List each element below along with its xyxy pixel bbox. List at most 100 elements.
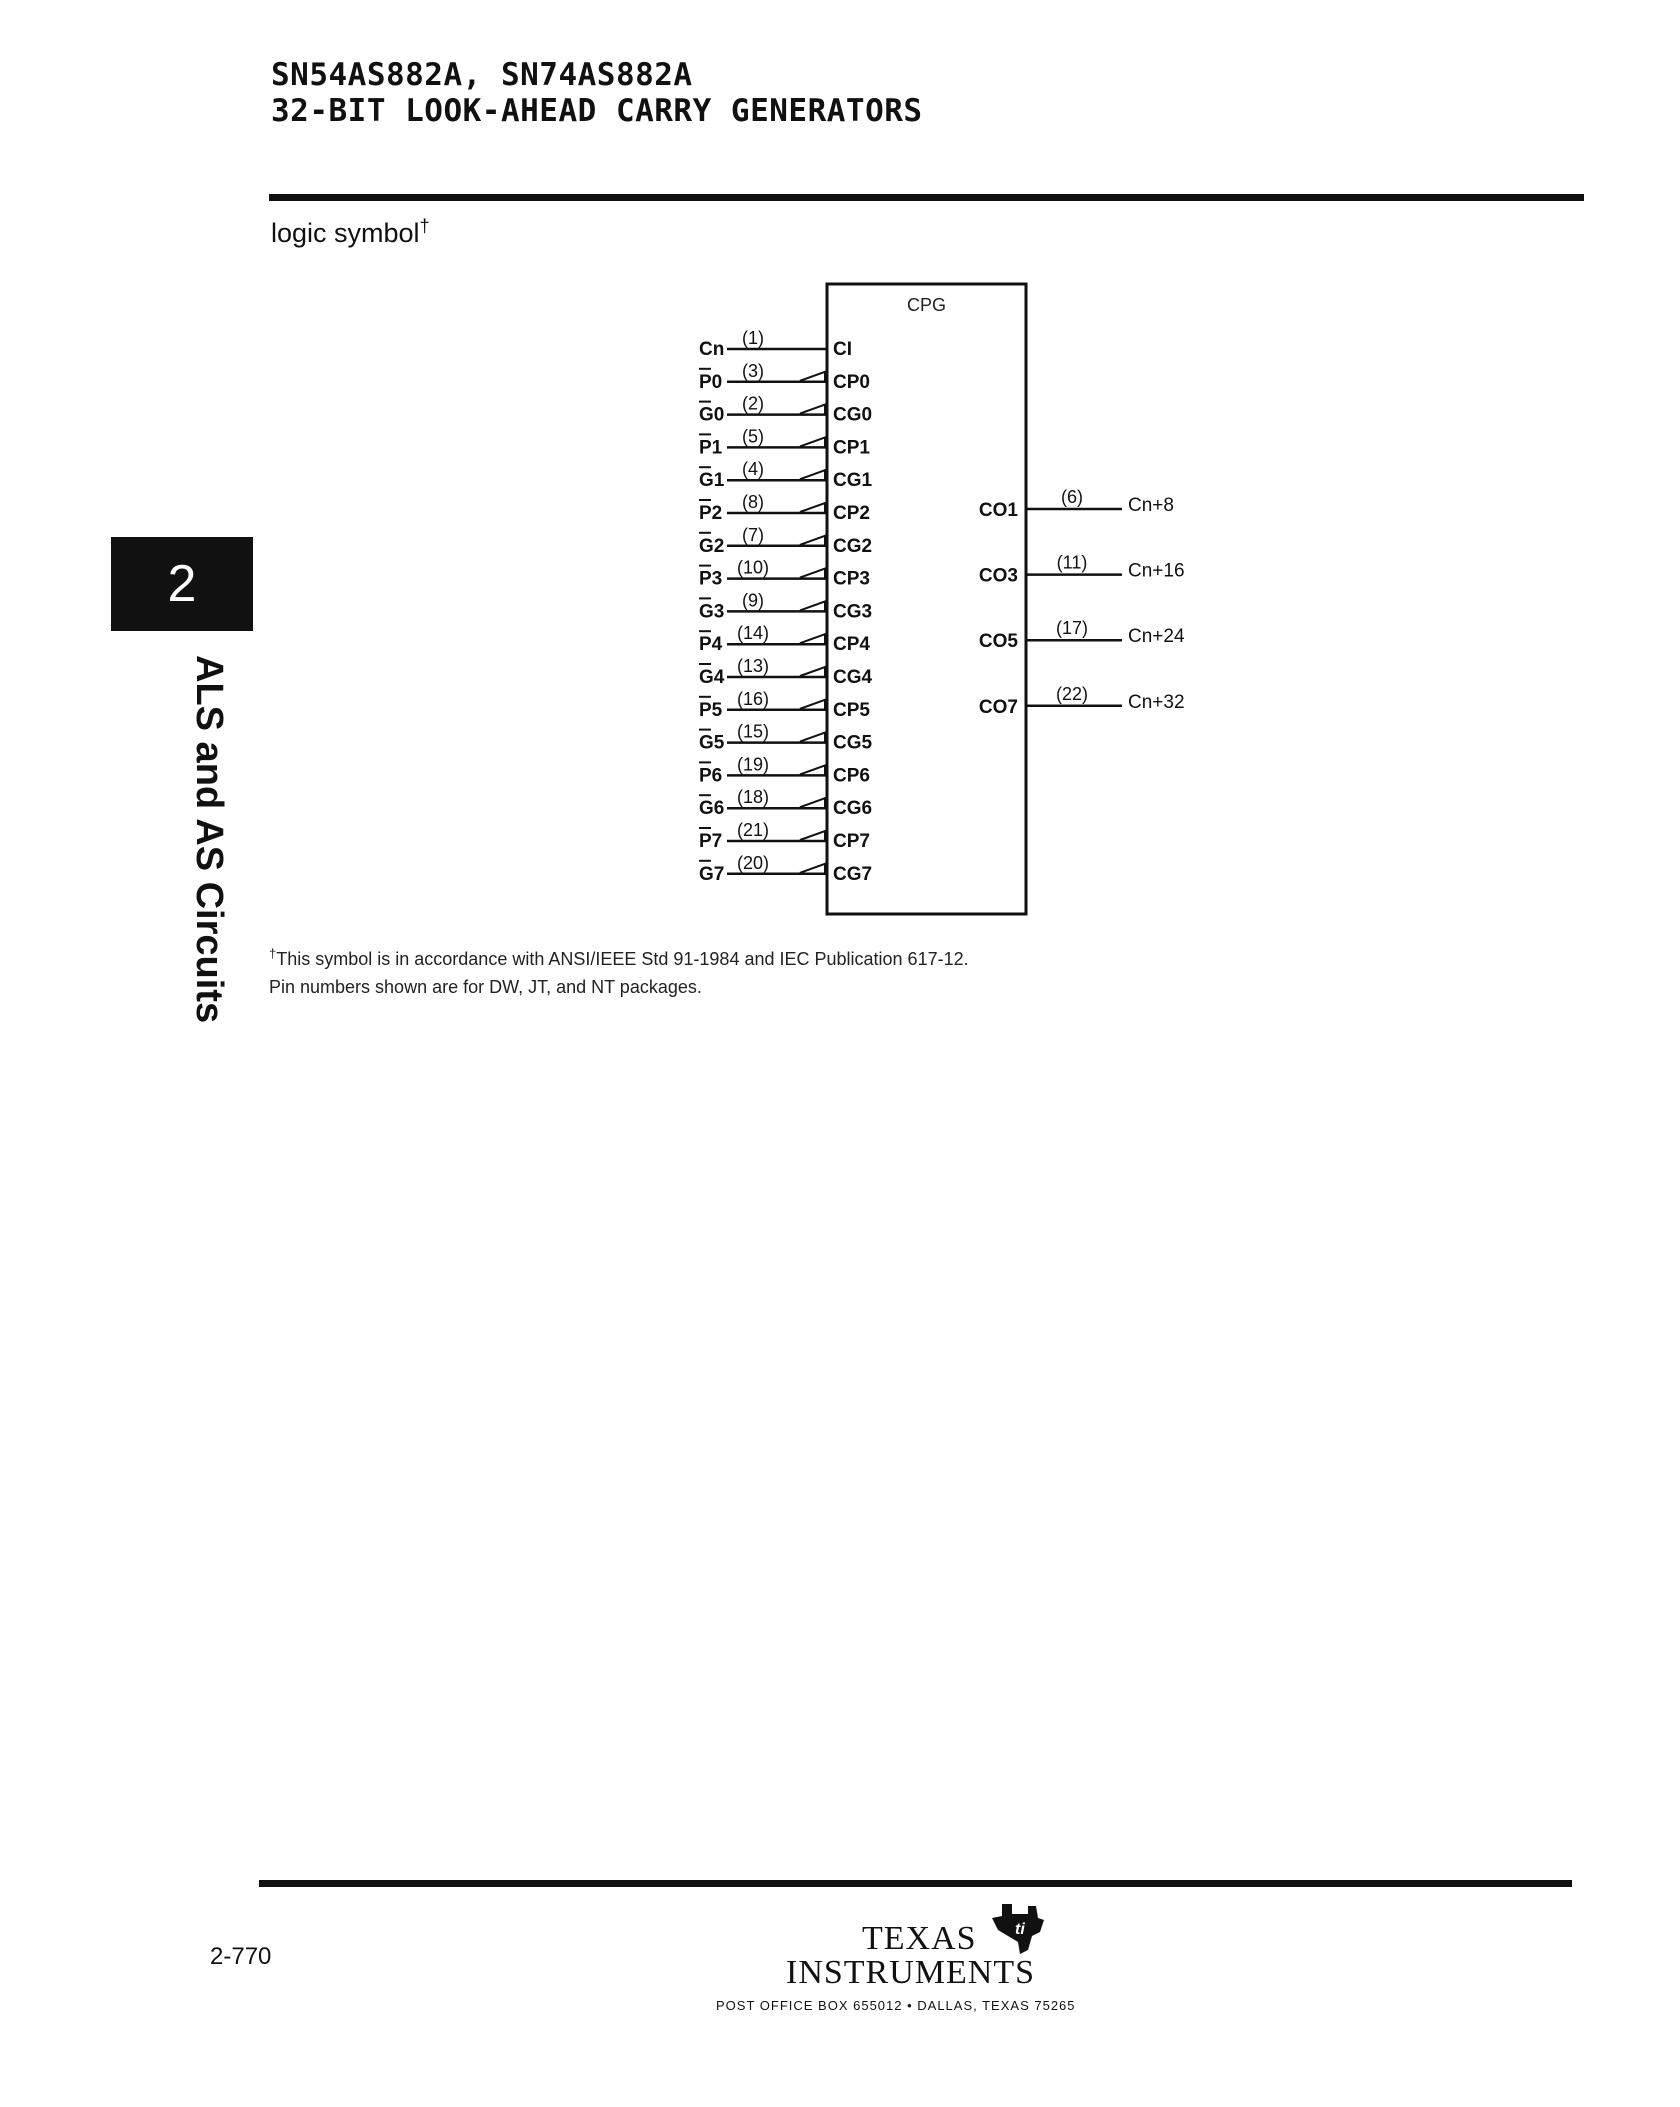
polarity-indicator-cg4: [799, 665, 826, 677]
svg-text:ti: ti: [1015, 1921, 1025, 1938]
input-signal-cp5: P5: [699, 700, 723, 721]
input-pin-cp3: (10): [737, 558, 769, 578]
company-name-line-1: TEXAS: [862, 1920, 977, 1957]
polarity-indicator-cg2: [799, 534, 826, 546]
document-title-description: 32-BIT LOOK-AHEAD CARRY GENERATORS: [271, 93, 923, 129]
input-pin-cg5: (15): [737, 722, 769, 742]
header-rule: [269, 194, 1584, 201]
terminal-cg7: CG7: [833, 864, 872, 885]
output-signal-co3: Cn+16: [1128, 561, 1185, 582]
output-pin-co1: (6): [1061, 487, 1083, 507]
terminal-cp7: CP7: [833, 831, 870, 852]
input-pin-cg1: (4): [742, 459, 764, 479]
input-pin-cp0: (3): [742, 361, 764, 381]
input-signal-cg1: G1: [699, 470, 725, 491]
output-terminal-co5: CO5: [979, 631, 1019, 652]
footer-rule: [259, 1880, 1572, 1887]
terminal-cg1: CG1: [833, 470, 873, 491]
page-number: 2-770: [210, 1943, 272, 1970]
terminal-cg2: CG2: [833, 536, 872, 557]
section-heading-footnote-mark: †: [419, 216, 430, 236]
input-pin-cp5: (16): [737, 689, 769, 709]
terminal-cg5: CG5: [833, 733, 873, 754]
document-title-parts: SN54AS882A, SN74AS882A: [271, 57, 693, 93]
input-signal-cg6: G6: [699, 798, 724, 819]
input-signal-cp1: P1: [699, 437, 723, 458]
polarity-indicator-cg3: [799, 599, 826, 612]
input-pin-cg7: (20): [737, 853, 769, 873]
input-pin-cp1: (5): [742, 426, 764, 446]
input-pin-cp2: (8): [742, 492, 764, 512]
output-pin-co3: (11): [1057, 553, 1088, 573]
terminal-ci: CI: [833, 339, 852, 360]
company-address: POST OFFICE BOX 655012 • DALLAS, TEXAS 7…: [716, 1998, 1076, 2013]
input-signal-cp7: P7: [699, 831, 722, 852]
input-signal-cp4: P4: [699, 634, 723, 655]
footnote-line-2: Pin numbers shown are for DW, JT, and NT…: [269, 977, 702, 997]
terminal-cg6: CG6: [833, 798, 872, 819]
polarity-indicator-cp2: [799, 501, 826, 513]
input-signal-cg0: G0: [699, 405, 724, 426]
output-terminal-co3: CO3: [979, 566, 1018, 587]
section-heading-text: logic symbol: [271, 218, 420, 248]
output-terminal-co7: CO7: [979, 697, 1018, 718]
input-pin-cg6: (18): [737, 787, 769, 807]
input-pin-cg4: (13): [737, 656, 769, 676]
input-signal-cg4: G4: [699, 667, 725, 688]
input-signal-cp0: P0: [699, 372, 722, 393]
input-signal-ci: Cn: [699, 339, 724, 360]
output-pin-co5: (17): [1056, 618, 1088, 638]
input-pin-cp4: (14): [737, 623, 769, 643]
polarity-indicator-cp5: [799, 698, 826, 710]
terminal-cg0: CG0: [833, 405, 872, 426]
cpg-block-label: CPG: [907, 295, 946, 315]
terminal-cp5: CP5: [833, 700, 870, 721]
company-name-line-2: INSTRUMENTS: [786, 1954, 1036, 1991]
terminal-cg4: CG4: [833, 667, 873, 688]
cpg-block: [825, 282, 1028, 916]
chapter-tab-number: 2: [111, 537, 253, 631]
polarity-indicator-cp3: [799, 567, 826, 579]
terminal-cp2: CP2: [833, 503, 870, 524]
input-pin-cg3: (9): [742, 590, 764, 610]
polarity-indicator-cg7: [799, 862, 826, 874]
input-signal-cp3: P3: [699, 569, 722, 590]
section-heading: logic symbol†: [271, 216, 430, 249]
output-signal-co1: Cn+8: [1128, 495, 1174, 516]
terminal-cp0: CP0: [833, 372, 870, 393]
polarity-indicator-cg5: [799, 731, 826, 743]
terminal-cp3: CP3: [833, 569, 870, 590]
polarity-indicator-cp4: [799, 632, 826, 645]
input-signal-cp2: P2: [699, 503, 722, 524]
output-pin-co7: (22): [1056, 684, 1088, 704]
terminal-cp1: CP1: [833, 437, 870, 458]
output-signal-co7: Cn+32: [1128, 692, 1185, 713]
polarity-indicator-cp1: [799, 435, 826, 448]
input-signal-cp6: P6: [699, 765, 722, 786]
input-signal-cg5: G5: [699, 733, 725, 754]
input-signal-cg3: G3: [699, 601, 724, 622]
input-pin-cg2: (7): [742, 525, 764, 545]
terminal-cg3: CG3: [833, 601, 872, 622]
terminal-cp4: CP4: [833, 634, 870, 655]
input-pin-cp6: (19): [737, 754, 769, 774]
polarity-indicator-cg0: [799, 403, 826, 415]
polarity-indicator-cg6: [799, 796, 826, 809]
polarity-indicator-cp6: [799, 763, 826, 776]
input-pin-cp7: (21): [737, 820, 769, 840]
footnote-mark: †: [269, 946, 277, 961]
input-pin-cg0: (2): [742, 394, 764, 414]
input-pin-ci: (1): [742, 328, 764, 348]
polarity-indicator-cg1: [799, 468, 826, 481]
footnote-text-1: This symbol is in accordance with ANSI/I…: [276, 949, 969, 969]
footnote-line-1: †This symbol is in accordance with ANSI/…: [269, 940, 969, 973]
polarity-indicator-cp7: [799, 829, 826, 841]
output-signal-co5: Cn+24: [1128, 626, 1185, 647]
polarity-indicator-cp0: [799, 370, 826, 382]
ti-logo-icon: ti: [992, 1904, 1044, 1954]
input-signal-cg2: G2: [699, 536, 724, 557]
terminal-cp6: CP6: [833, 765, 870, 786]
footnote: †This symbol is in accordance with ANSI/…: [269, 940, 969, 1001]
input-signal-cg7: G7: [699, 864, 724, 885]
